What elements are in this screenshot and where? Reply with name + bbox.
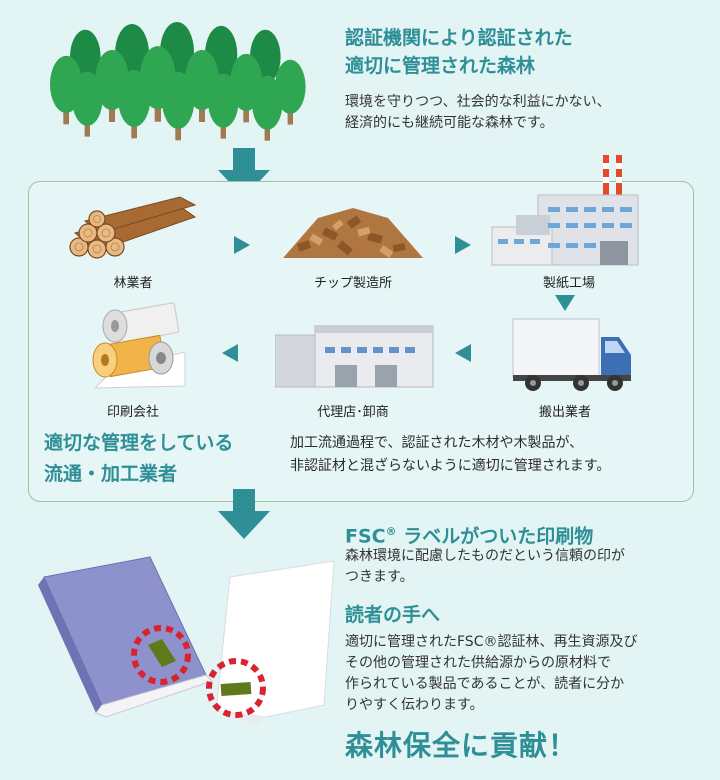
reader-desc-line4: りやすく伝わります。 xyxy=(345,697,484,713)
right-arrow-icon xyxy=(455,236,471,254)
forest-heading: 認証機関により認証された 適切に管理された森林 xyxy=(345,24,705,80)
warehouse-icon xyxy=(275,325,434,388)
forest-heading-line1: 認証機関により認証された xyxy=(345,27,573,49)
contribution-slogan: 森林保全に貢献！ xyxy=(345,729,578,762)
tree-icon xyxy=(275,59,306,125)
box-desc-line1: 加工流通過程で、認証された木材や木製品が、 xyxy=(290,435,584,451)
box-desc-line2: 非認証材と混ざらないように適切に管理されます。 xyxy=(290,458,611,474)
left-arrow-icon xyxy=(222,344,238,362)
logs-icon xyxy=(69,196,197,259)
paper-mill-icon xyxy=(491,155,639,266)
tree-icon xyxy=(162,71,195,141)
fsc-description: 森林環境に配慮したものだという信頼の印が つきます。 xyxy=(345,546,705,588)
fsc-heading-registered-mark: ® xyxy=(385,525,397,538)
node-label-forester: 林業者 xyxy=(113,276,153,291)
forest-desc-line2: 経済的にも継続可能な森林です。 xyxy=(345,115,554,131)
right-arrow-icon xyxy=(234,236,250,254)
forest-desc-line1: 環境を守りつつ、社会的な利益にかない、 xyxy=(345,94,611,110)
fsc-heading: FSC® ラベルがついた印刷物 xyxy=(345,519,705,549)
fsc-heading-rest: ラベルがついた印刷物 xyxy=(396,525,594,548)
node-label-chip-mill: チップ製造所 xyxy=(313,276,392,291)
reader-description: 適切に管理されたFSC®認証林、再生資源及び その他の管理された供給源からの原材… xyxy=(345,632,707,716)
tree-icon xyxy=(118,69,151,139)
fsc-desc-line2: つきます。 xyxy=(345,569,414,585)
node-label-paper-mill: 製紙工場 xyxy=(542,276,595,291)
forest-heading-line2: 適切に管理された森林 xyxy=(345,55,536,77)
tree-icon xyxy=(72,71,103,137)
down-arrow-icon xyxy=(218,489,270,539)
forest-illustration xyxy=(50,22,306,141)
reader-desc-line2: その他の管理された供給源からの原材料で xyxy=(345,655,611,671)
box-heading-line2: 流通・加工業者 xyxy=(44,463,178,485)
box-heading: 適切な管理をしている 流通・加工業者 xyxy=(44,428,284,490)
fsc-heading-brand: FSC xyxy=(345,525,386,548)
printed-matter-illustration xyxy=(38,556,335,725)
left-arrow-icon xyxy=(455,344,471,362)
reader-desc-line1: 適切に管理されたFSC®認証林、再生資源及び xyxy=(345,634,638,650)
tree-icon xyxy=(252,75,283,141)
node-label-printer: 印刷会社 xyxy=(106,405,159,420)
forest-description: 環境を守りつつ、社会的な利益にかない、 経済的にも継続可能な森林です。 xyxy=(345,92,705,134)
box-heading-line1: 適切な管理をしている xyxy=(44,432,234,454)
wood-chips-icon xyxy=(283,208,423,258)
node-label-distributor: 代理店･卸商 xyxy=(317,405,389,420)
fsc-desc-line1: 森林環境に配慮したものだという信頼の印が xyxy=(345,548,625,564)
down-arrow-small-icon xyxy=(555,295,575,311)
reader-heading: 読者の手へ xyxy=(345,604,441,626)
paper-rolls-icon xyxy=(92,302,186,389)
box-description: 加工流通過程で、認証された木材や木製品が、 非認証材と混ざらないように適切に管理… xyxy=(290,432,690,478)
tree-icon xyxy=(208,73,239,139)
reader-desc-line3: 作られている製品であることが、読者に分か xyxy=(345,676,625,692)
truck-icon xyxy=(512,318,631,391)
node-label-transporter: 搬出業者 xyxy=(538,405,591,420)
